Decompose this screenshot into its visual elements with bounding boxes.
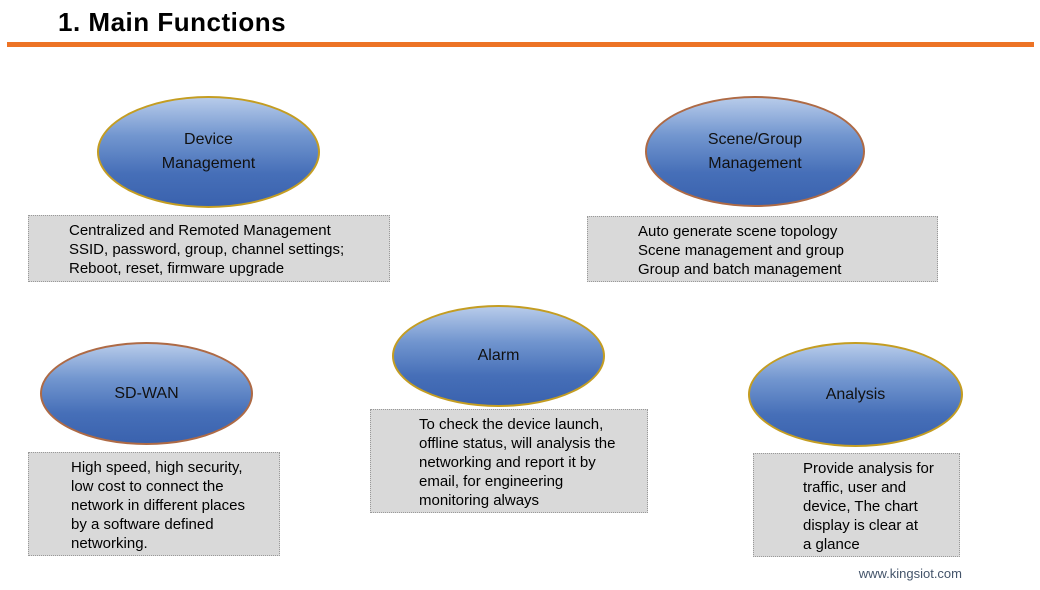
description-box-sd-wan: High speed, high security, low cost to c…	[28, 452, 280, 556]
description-box-device-management: Centralized and Remoted Management SSID,…	[28, 215, 390, 282]
description-text-scene-group-management: Auto generate scene topology Scene manag…	[638, 223, 844, 278]
description-text-analysis: Provide analysis for traffic, user and d…	[803, 460, 934, 553]
description-box-scene-group-management: Auto generate scene topology Scene manag…	[587, 216, 938, 282]
ellipse-label-alarm: Alarm	[477, 347, 520, 364]
ellipse-label-scene-group-management: Scene/Group Management	[707, 130, 803, 172]
description-box-analysis: Provide analysis for traffic, user and d…	[753, 453, 960, 557]
description-box-alarm: To check the device launch, offline stat…	[370, 409, 648, 513]
ellipse-label-device-management: Device Management	[161, 131, 256, 172]
ellipse-analysis: Analysis	[748, 342, 963, 447]
ellipse-device-management: Device Management	[97, 96, 320, 208]
ellipse-label-sd-wan: SD-WAN	[114, 384, 179, 402]
description-text-device-management: Centralized and Remoted Management SSID,…	[69, 222, 345, 277]
description-text-alarm: To check the device launch, offline stat…	[419, 416, 616, 509]
title-underline-accent	[7, 42, 1034, 47]
description-text-sd-wan: High speed, high security, low cost to c…	[71, 459, 245, 552]
ellipse-alarm: Alarm	[392, 305, 605, 407]
slide-title: 1. Main Functions	[58, 7, 287, 37]
footer-website-url: www.kingsiot.com	[858, 566, 962, 581]
ellipse-sd-wan: SD-WAN	[40, 342, 253, 445]
ellipse-label-analysis: Analysis	[825, 385, 886, 403]
ellipse-scene-group-management: Scene/Group Management	[645, 96, 865, 207]
